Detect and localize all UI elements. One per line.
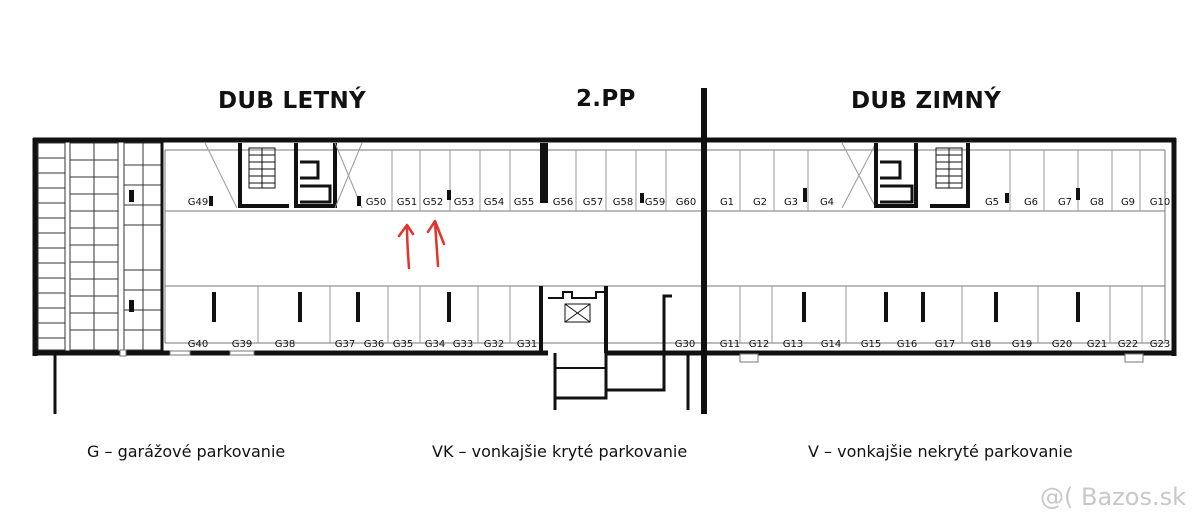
stair-core-center <box>539 286 672 410</box>
space-g20: G20 <box>1052 339 1072 350</box>
space-g34: G34 <box>425 339 445 350</box>
bottom-bay-dividers <box>257 286 1143 343</box>
space-g50: G50 <box>366 197 386 208</box>
space-g49: G49 <box>188 197 208 208</box>
space-g21: G21 <box>1087 339 1107 350</box>
space-g10: G10 <box>1150 197 1170 208</box>
space-g54: G54 <box>484 197 504 208</box>
space-g11: G11 <box>720 339 740 350</box>
top-bay-dividers <box>391 150 1141 211</box>
space-g51: G51 <box>397 197 417 208</box>
space-g60: G60 <box>676 197 696 208</box>
space-g39: G39 <box>232 339 252 350</box>
column-markers <box>209 188 1080 322</box>
space-g18: G18 <box>971 339 991 350</box>
space-g30: G30 <box>675 339 695 350</box>
space-g13: G13 <box>783 339 803 350</box>
space-g5: G5 <box>985 197 999 208</box>
space-g55: G55 <box>514 197 534 208</box>
space-g33: G33 <box>453 339 473 350</box>
level-title: 2.PP <box>576 86 636 112</box>
space-g32: G32 <box>484 339 504 350</box>
space-g8: G8 <box>1090 197 1104 208</box>
space-g59: G59 <box>645 197 665 208</box>
top-row-labels: G49 G50 G51 G52 G53 G54 G55 G56 G57 G58 … <box>188 197 1170 208</box>
legend-uncovered: V – vonkajšie nekryté parkovanie <box>808 442 1073 461</box>
space-g58: G58 <box>613 197 633 208</box>
legend-garage: G – garážové parkovanie <box>87 442 286 461</box>
space-g17: G17 <box>935 339 955 350</box>
space-g19: G19 <box>1012 339 1032 350</box>
space-g38: G38 <box>275 339 295 350</box>
space-g7: G7 <box>1058 197 1072 208</box>
space-g23: G23 <box>1150 339 1170 350</box>
space-g22: G22 <box>1118 339 1138 350</box>
space-g57: G57 <box>583 197 603 208</box>
space-g37: G37 <box>335 339 355 350</box>
space-g9: G9 <box>1121 197 1135 208</box>
arrow-g51-icon <box>397 223 415 270</box>
space-g56: G56 <box>553 197 573 208</box>
arrow-g52-icon <box>426 219 446 268</box>
space-g31: G31 <box>517 339 537 350</box>
legend-covered: VK – vonkajšie kryté parkovanie <box>432 442 688 461</box>
space-g40: G40 <box>188 339 208 350</box>
space-g1: G1 <box>720 197 734 208</box>
dub-letny-title: DUB LETNÝ <box>218 88 366 114</box>
space-g14: G14 <box>821 339 841 350</box>
wall-openings <box>119 349 1144 363</box>
left-storage-block <box>37 142 163 351</box>
space-g4: G4 <box>820 197 834 208</box>
space-g36: G36 <box>364 339 384 350</box>
space-g52: G52 <box>423 197 443 208</box>
space-g2: G2 <box>753 197 767 208</box>
space-g16: G16 <box>897 339 917 350</box>
space-g6: G6 <box>1024 197 1038 208</box>
bazos-watermark: @( Bazos.sk <box>1040 483 1186 511</box>
space-g3: G3 <box>784 197 798 208</box>
bottom-row-labels: G40 G39 G38 G37 G36 G35 G34 G33 G32 G31 … <box>188 339 1170 350</box>
space-g15: G15 <box>861 339 881 350</box>
space-g35: G35 <box>393 339 413 350</box>
space-g12: G12 <box>749 339 769 350</box>
stair-core-left <box>204 142 363 209</box>
space-g53: G53 <box>454 197 474 208</box>
dub-zimny-title: DUB ZIMNÝ <box>851 88 1002 114</box>
stair-core-right <box>841 142 970 209</box>
red-arrows <box>397 219 446 270</box>
